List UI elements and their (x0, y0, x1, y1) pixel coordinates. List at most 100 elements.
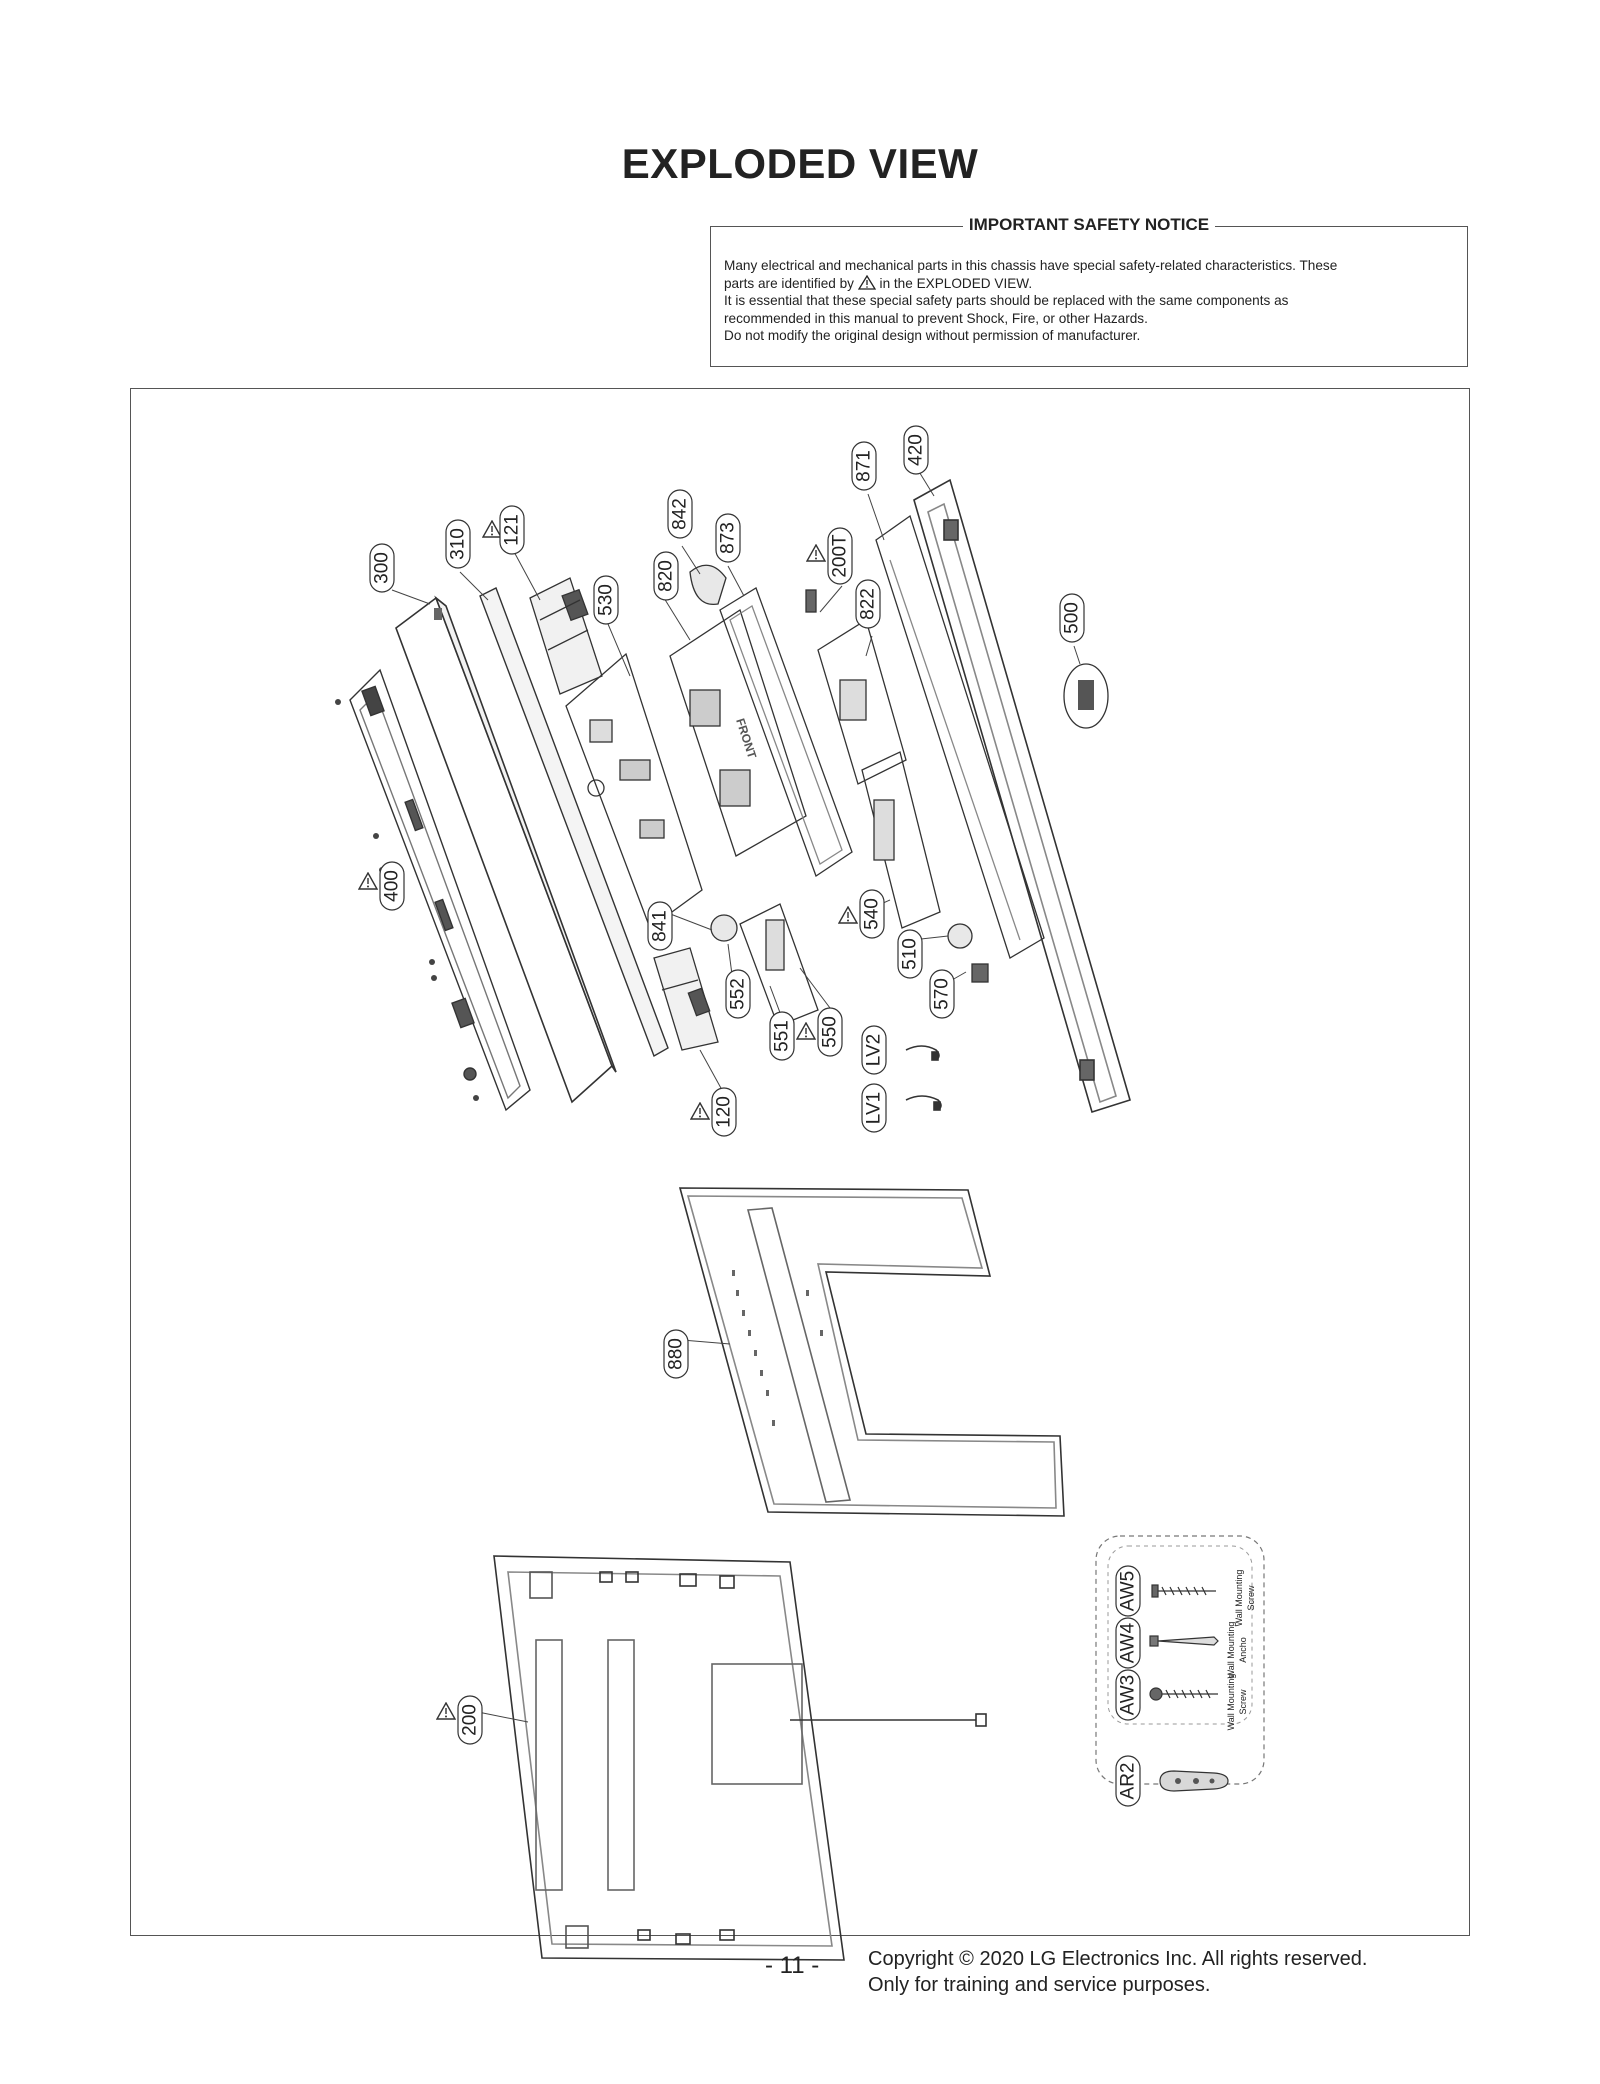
notice-line: Do not modify the original design withou… (724, 328, 1141, 343)
svg-text:540: 540 (862, 898, 883, 930)
callout-120: 120 (690, 1087, 737, 1137)
callout-822: 822 (855, 579, 881, 629)
safety-notice-heading: IMPORTANT SAFETY NOTICE (962, 215, 1216, 234)
callout-AW3: AW3 (1115, 1669, 1141, 1721)
warning-triangle-icon (796, 1022, 816, 1040)
safety-notice-text: Many electrical and mechanical parts in … (724, 257, 1454, 345)
cables-lv (905, 1045, 942, 1111)
svg-text:121: 121 (502, 514, 523, 546)
svg-text:820: 820 (656, 560, 677, 592)
callout-LV1: LV1 (861, 1083, 887, 1133)
svg-text:880: 880 (666, 1338, 687, 1370)
side-strip-310 (479, 587, 669, 1058)
screw-icon (1149, 1687, 1218, 1701)
callout-551: 551 (769, 1011, 795, 1061)
badge-500 (1063, 663, 1109, 729)
front-trim-400 (349, 668, 531, 1112)
callout-552: 552 (725, 969, 751, 1019)
svg-text:200: 200 (460, 1704, 481, 1736)
callout-AR2: AR2 (1115, 1755, 1141, 1807)
aw4-label-line2: Ancho (1238, 1637, 1248, 1663)
warning-triangle-icon (436, 1702, 456, 1720)
callout-841: 841 (647, 901, 673, 951)
svg-text:822: 822 (858, 588, 879, 620)
svg-text:LV2: LV2 (864, 1034, 885, 1066)
diagram-frame (130, 388, 1470, 1936)
svg-text:873: 873 (718, 522, 739, 554)
callout-LV2: LV2 (861, 1025, 887, 1075)
svg-text:AR2: AR2 (1118, 1763, 1139, 1800)
notice-line: recommended in this manual to prevent Sh… (724, 310, 1148, 326)
board-822 (861, 751, 941, 929)
power-board-820: FRONT (669, 608, 807, 857)
svg-text:FRONT: FRONT (733, 717, 759, 761)
svg-text:420: 420 (906, 434, 927, 466)
callout-873: 873 (715, 513, 741, 563)
svg-text:300: 300 (372, 552, 393, 584)
callout-310: 310 (445, 519, 471, 569)
svg-text:551: 551 (772, 1020, 793, 1052)
svg-text:200T: 200T (830, 534, 851, 578)
callout-200T: 200T (806, 527, 853, 585)
svg-text:310: 310 (448, 528, 469, 560)
warning-triangle-icon (358, 872, 378, 890)
main-board-530 (565, 652, 703, 930)
callout-500: 500 (1059, 593, 1085, 643)
aw5-label-line2: Screw (1246, 1585, 1256, 1611)
callout-121: 121 (482, 505, 525, 555)
svg-text:842: 842 (670, 498, 691, 530)
callout-400: 400 (358, 861, 405, 911)
notice-line: in the EXPLODED VIEW. (879, 275, 1033, 291)
copyright-footer: Copyright © 2020 LG Electronics Inc. All… (868, 1946, 1367, 1998)
svg-text:AW3: AW3 (1118, 1675, 1139, 1715)
copyright-text: Copyright © 2020 LG Electronics Inc. All… (868, 1948, 1368, 1970)
board-200T (805, 589, 907, 785)
front-cabinet-300 (395, 595, 617, 1104)
svg-text:400: 400 (382, 870, 403, 902)
screw-icon (1151, 1584, 1216, 1598)
purpose-text: Only for training and service purposes. (868, 1974, 1211, 1996)
callout-570: 570 (929, 969, 955, 1019)
callout-AW4: AW4 (1115, 1617, 1141, 1669)
callout-420: 420 (903, 425, 929, 475)
notice-line: Many electrical and mechanical parts in … (724, 258, 1338, 273)
svg-text:LV1: LV1 (864, 1092, 885, 1124)
warning-triangle-icon (838, 906, 858, 924)
svg-text:552: 552 (728, 978, 749, 1010)
remote-control-icon (1159, 1770, 1229, 1792)
callout-AW5: AW5 (1115, 1565, 1141, 1617)
aw3-label-line2: Screw (1238, 1689, 1248, 1715)
svg-text:841: 841 (650, 910, 671, 942)
chassis-holes (732, 1270, 823, 1426)
callout-550: 550 (796, 1007, 843, 1057)
speaker-121 (529, 577, 603, 695)
callout-510: 510 (897, 929, 923, 979)
accessory-box (1095, 1535, 1265, 1792)
warning-triangle-icon (690, 1102, 710, 1120)
svg-text:AW4: AW4 (1118, 1622, 1139, 1663)
back-panel-200 (493, 1555, 987, 1961)
chassis-plate-880 (678, 1187, 1065, 1517)
fan-842 (689, 564, 727, 606)
svg-text:500: 500 (1062, 602, 1083, 634)
svg-text:871: 871 (854, 450, 875, 482)
notice-line: It is essential that these special safet… (724, 293, 1289, 308)
callout-820: 820 (653, 551, 679, 601)
warning-triangle-icon (857, 274, 876, 290)
callout-871: 871 (851, 441, 877, 491)
speaker-120 (653, 947, 719, 1051)
callout-880: 880 (663, 1329, 689, 1379)
callout-540: 540 (838, 889, 885, 939)
page-title: EXPLODED VIEW (621, 140, 979, 187)
svg-text:AW5: AW5 (1118, 1571, 1139, 1611)
svg-text:120: 120 (714, 1096, 735, 1128)
warning-triangle-icon (806, 544, 826, 562)
aw3-label-line1: Wall Mounting (1226, 1674, 1236, 1731)
page-number: - 11 - (765, 1952, 820, 1979)
callout-842: 842 (667, 489, 693, 539)
aw5-label-line1: Wall Mounting (1234, 1570, 1244, 1627)
svg-text:570: 570 (932, 978, 953, 1010)
callout-530: 530 (593, 575, 619, 625)
callouts: 300 310 121 530 820 842 873 (358, 425, 1141, 1807)
